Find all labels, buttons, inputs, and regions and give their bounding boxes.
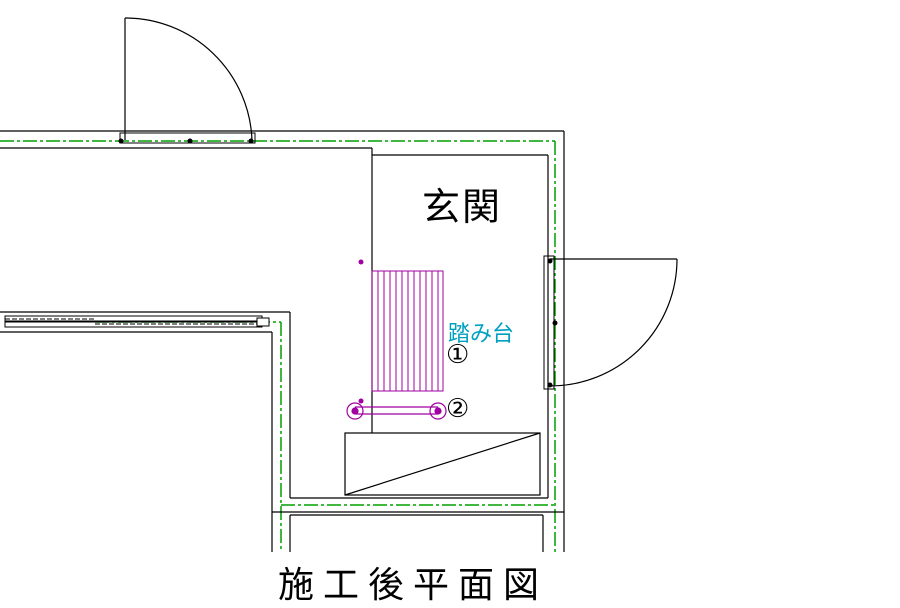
top-door-hinges — [118, 138, 254, 144]
marker-1: ① — [446, 340, 470, 370]
step-stool-point — [358, 259, 364, 265]
marker-2: ② — [446, 394, 470, 424]
right-door-swing — [549, 258, 678, 387]
top-door-swing — [124, 17, 253, 141]
right-wall — [547, 131, 565, 552]
step-stool-label: 踏み台 — [448, 322, 515, 347]
drawing-caption: 施工後平面図 — [278, 565, 549, 606]
handrail — [346, 402, 447, 420]
step-stool — [371, 270, 444, 392]
right-door-frame — [543, 255, 555, 390]
middle-wall — [0, 311, 291, 552]
sliding-door — [4, 315, 270, 328]
right-door-hinges — [547, 258, 558, 388]
bottom-wall — [272, 497, 564, 552]
entrance-step — [344, 432, 541, 496]
handrail-point — [358, 398, 364, 404]
top-door-frame — [119, 132, 256, 144]
room-name-label: 玄関 — [422, 185, 503, 229]
